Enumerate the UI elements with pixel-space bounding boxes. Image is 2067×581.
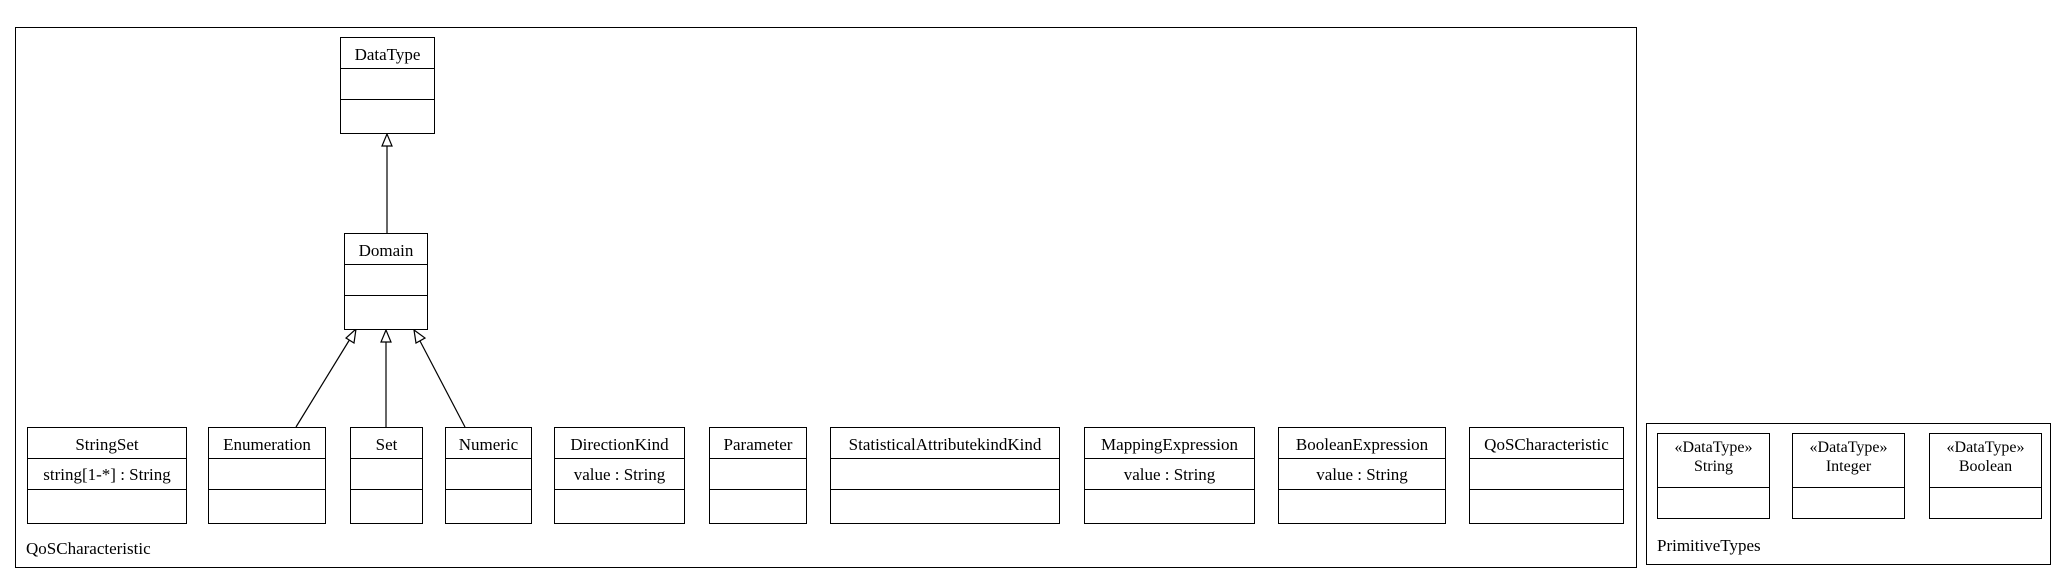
generalization-arrowhead bbox=[380, 328, 392, 343]
class-operations bbox=[1279, 490, 1445, 523]
class-operations bbox=[28, 490, 186, 523]
class-name: Parameter bbox=[710, 428, 806, 459]
class-name: StringSet bbox=[28, 428, 186, 459]
class-name: DataType bbox=[341, 38, 434, 69]
class-body bbox=[1658, 488, 1769, 518]
class-attributes bbox=[345, 265, 427, 296]
class-operations bbox=[345, 296, 427, 329]
class-name: QoSCharacteristic bbox=[1470, 428, 1623, 459]
class-mappingexpression[interactable]: MappingExpression value : String bbox=[1084, 427, 1255, 524]
class-stereotype: «DataType» bbox=[1674, 439, 1753, 456]
class-string[interactable]: «DataType» String bbox=[1657, 433, 1770, 519]
class-name: Enumeration bbox=[209, 428, 325, 459]
class-operations bbox=[1470, 490, 1623, 523]
class-name: MappingExpression bbox=[1085, 428, 1254, 459]
class-header: «DataType» String bbox=[1658, 434, 1769, 488]
class-booleanexpression[interactable]: BooleanExpression value : String bbox=[1278, 427, 1446, 524]
class-stringset[interactable]: StringSet string[1-*] : String bbox=[27, 427, 187, 524]
class-attributes bbox=[341, 69, 434, 100]
class-attributes bbox=[710, 459, 806, 490]
class-name: String bbox=[1693, 458, 1734, 475]
generalization-arrowhead bbox=[413, 328, 427, 344]
class-body bbox=[1793, 488, 1904, 518]
package-qoscharacteristic: QoSCharacteristic bbox=[15, 27, 1637, 568]
class-directionkind[interactable]: DirectionKind value : String bbox=[554, 427, 685, 524]
class-boolean[interactable]: «DataType» Boolean bbox=[1929, 433, 2042, 519]
class-operations bbox=[341, 100, 434, 133]
class-enumeration[interactable]: Enumeration bbox=[208, 427, 326, 524]
generalization-line bbox=[295, 338, 351, 428]
class-attributes bbox=[209, 459, 325, 490]
generalization-arrowhead bbox=[381, 132, 393, 147]
class-name: Set bbox=[351, 428, 422, 459]
class-operations bbox=[209, 490, 325, 523]
class-attribute: value : String bbox=[1085, 459, 1254, 490]
class-name: BooleanExpression bbox=[1279, 428, 1445, 459]
class-operations bbox=[351, 490, 422, 523]
class-stereotype: «DataType» bbox=[1946, 439, 2025, 456]
class-body bbox=[1930, 488, 2041, 518]
class-integer[interactable]: «DataType» Integer bbox=[1792, 433, 1905, 519]
class-operations bbox=[446, 490, 531, 523]
generalization-arrowhead bbox=[345, 327, 357, 344]
class-name: Boolean bbox=[1958, 458, 2013, 475]
class-operations bbox=[1085, 490, 1254, 523]
generalization-line bbox=[419, 340, 466, 428]
class-operations bbox=[555, 490, 684, 523]
class-numeric[interactable]: Numeric bbox=[445, 427, 532, 524]
class-attributes bbox=[831, 459, 1059, 490]
class-name: Domain bbox=[345, 234, 427, 265]
class-operations bbox=[831, 490, 1059, 523]
class-statisticalattributekindkind[interactable]: StatisticalAttributekindKind bbox=[830, 427, 1060, 524]
package-label: PrimitiveTypes bbox=[1657, 536, 1761, 555]
class-operations bbox=[710, 490, 806, 523]
class-attributes bbox=[351, 459, 422, 490]
class-attributes bbox=[446, 459, 531, 490]
class-header: «DataType» Integer bbox=[1793, 434, 1904, 488]
class-set[interactable]: Set bbox=[350, 427, 423, 524]
class-header: «DataType» Boolean bbox=[1930, 434, 2041, 488]
class-attribute: string[1-*] : String bbox=[28, 459, 186, 490]
class-domain[interactable]: Domain bbox=[344, 233, 428, 330]
class-attribute: value : String bbox=[555, 459, 684, 490]
class-name: DirectionKind bbox=[555, 428, 684, 459]
class-qoscharacteristic[interactable]: QoSCharacteristic bbox=[1469, 427, 1624, 524]
class-attributes bbox=[1470, 459, 1623, 490]
package-label: QoSCharacteristic bbox=[26, 539, 151, 558]
class-parameter[interactable]: Parameter bbox=[709, 427, 807, 524]
class-stereotype: «DataType» bbox=[1809, 439, 1888, 456]
class-name: Integer bbox=[1825, 458, 1872, 475]
class-datatype[interactable]: DataType bbox=[340, 37, 435, 134]
class-attribute: value : String bbox=[1279, 459, 1445, 490]
package-primitivetypes: PrimitiveTypes bbox=[1646, 423, 2051, 565]
class-name: StatisticalAttributekindKind bbox=[831, 428, 1059, 459]
class-name: Numeric bbox=[446, 428, 531, 459]
